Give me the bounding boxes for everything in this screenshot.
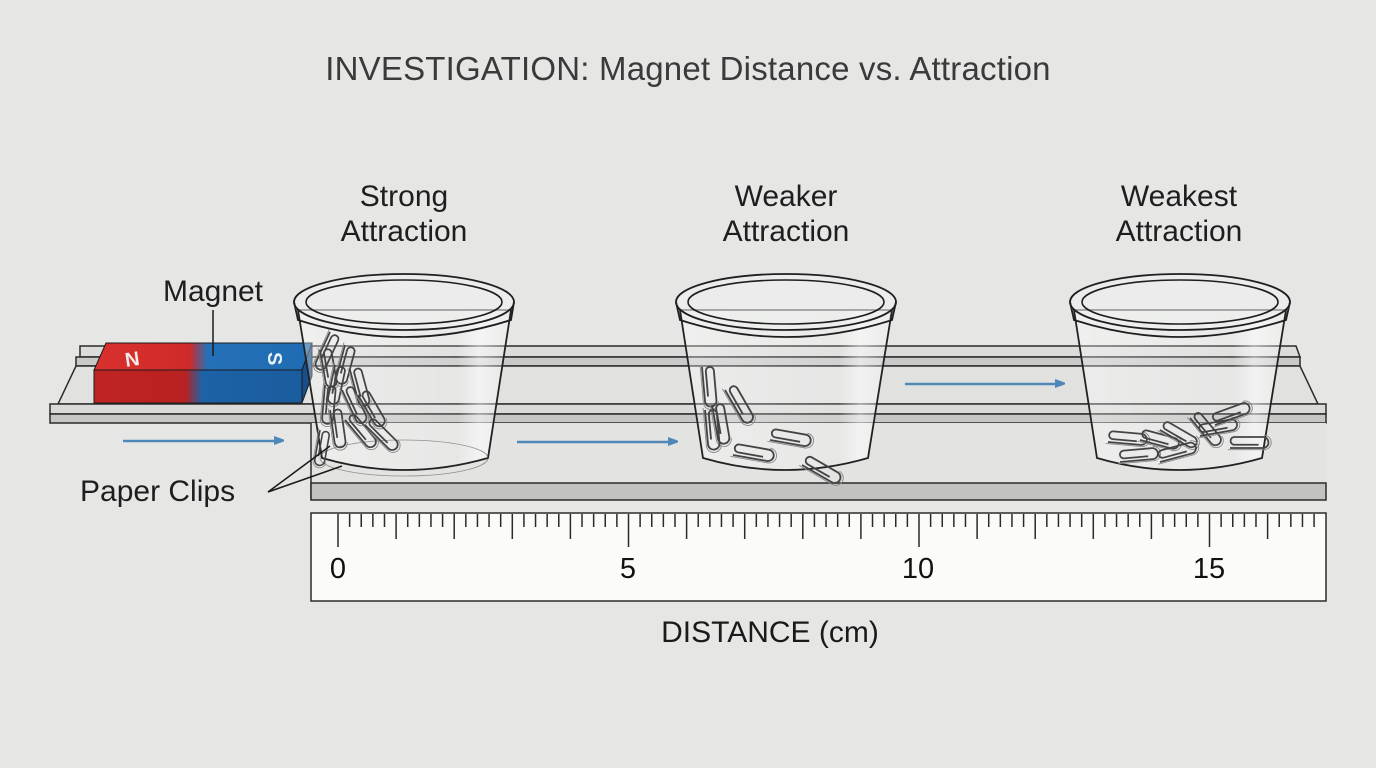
ruler-ticks [337,514,1315,547]
bar-magnet [93,342,313,404]
magnet-south-label: S [263,352,285,365]
ruler-label-15: 15 [1192,553,1226,585]
cup-label-weaker: Weaker Attraction [722,180,850,248]
cup-label-strong: Strong Attraction [340,180,468,248]
label-magnet: Magnet [162,275,264,308]
cup-label-weakest: Weakest Attraction [1115,180,1243,248]
paper-clips-leader-lines [267,445,343,493]
ruler-label-0: 0 [329,553,347,585]
cup-weakest [1069,273,1291,471]
ruler-label-10: 10 [901,553,935,585]
label-paper-clips: Paper Clips [80,475,236,508]
cup-strong [293,273,515,477]
ruler-label-5: 5 [619,553,637,585]
cup-weaker [675,273,897,489]
diagram-title: INVESTIGATION: Magnet Distance vs. Attra… [325,50,1051,87]
axis-label-distance: DISTANCE (cm) [661,616,879,649]
magnet-north-label: N [124,348,141,372]
ruler [310,512,1327,602]
